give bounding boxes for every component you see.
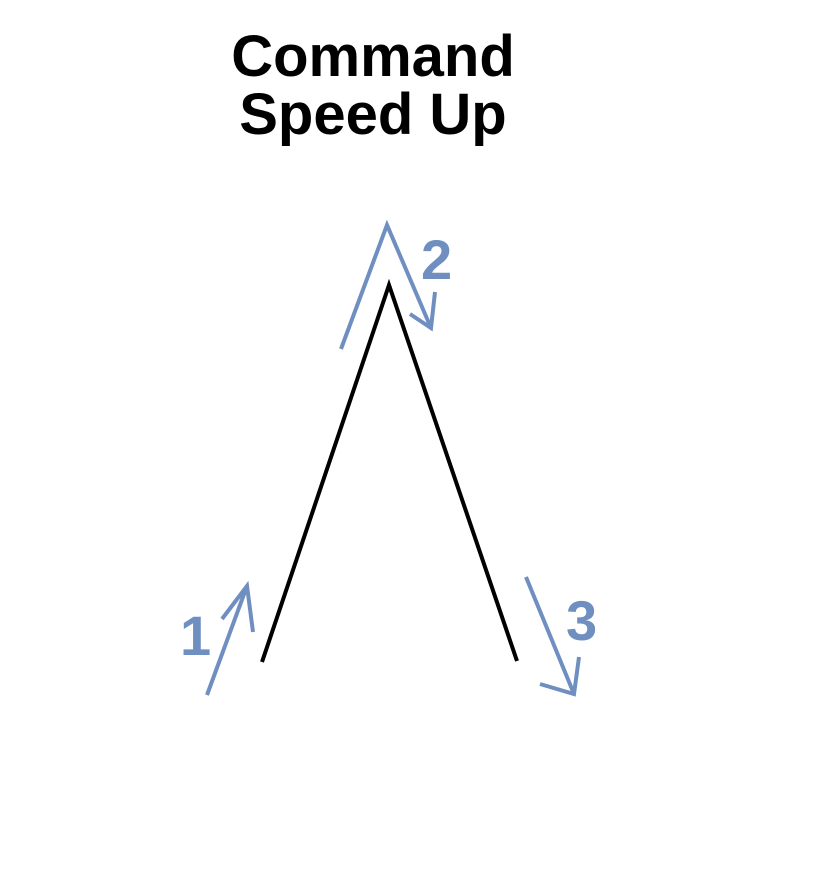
step-1-arrow	[205, 580, 255, 696]
title-line-1: Command	[231, 24, 515, 89]
step-2-label: 2	[421, 228, 452, 291]
step-3-arrow	[524, 576, 581, 697]
step-1-label: 1	[180, 604, 211, 667]
step-2-arrow	[339, 219, 437, 350]
diagram-title: Command Speed Up	[150, 28, 596, 144]
speed-profile-line	[260, 278, 519, 663]
step-3-label: 3	[566, 589, 597, 652]
title-line-2: Speed Up	[239, 82, 507, 147]
